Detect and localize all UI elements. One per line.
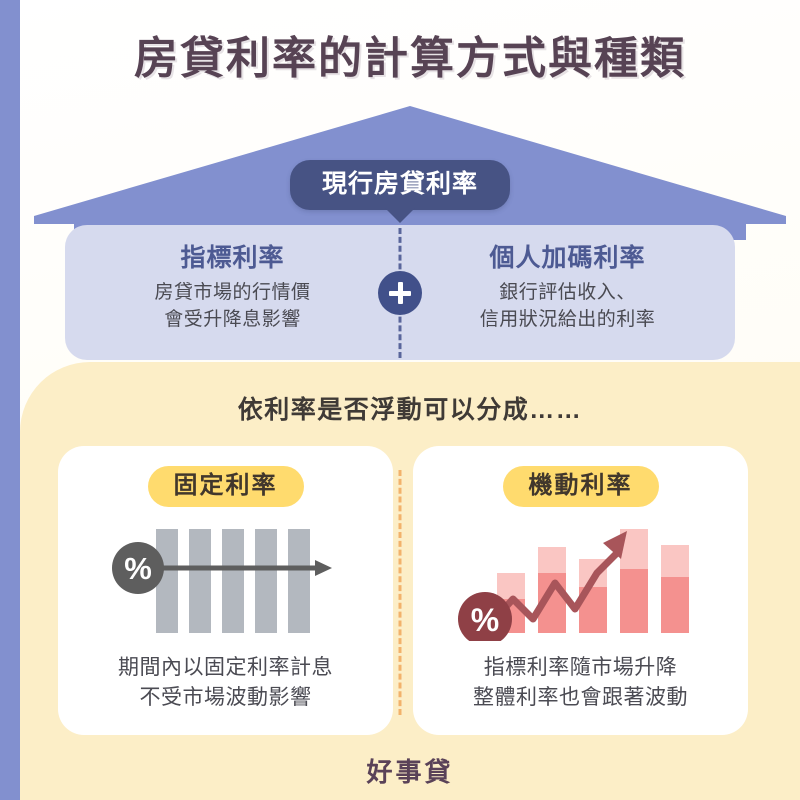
fixed-rate-percent-symbol: %: [124, 551, 152, 586]
floating-rate-caption: 指標利率隨市場升降 整體利率也會跟著波動: [473, 653, 688, 714]
card-floating-rate: 機動利率: [413, 446, 748, 735]
page-title: 房貸利率的計算方式與種類: [134, 34, 686, 83]
formula-row: 指標利率 房貸市場的行情價 會受升降息影響 個人加碼利率 銀行評估收入、 信用狀…: [65, 225, 735, 360]
footer-brand: 好事貸: [366, 757, 454, 787]
floating-rate-chart: %: [451, 521, 711, 641]
personal-markup-line-1: 銀行評估收入、: [499, 282, 636, 304]
index-rate-line-1: 房貸市場的行情價: [154, 282, 311, 304]
index-rate-line-2: 會受升降息影響: [164, 309, 301, 331]
floating-rate-badge: 機動利率: [502, 466, 659, 507]
section-heading: 依利率是否浮動可以分成……: [237, 396, 583, 424]
fixed-rate-caption-line-2: 不受市場波動影響: [139, 686, 312, 710]
left-accent-bar: [0, 0, 20, 800]
plus-icon: [378, 271, 422, 315]
card-fixed-rate: 固定利率 %: [58, 446, 393, 735]
fixed-rate-caption: 期間內以固定利率計息 不受市場波動影響: [118, 653, 333, 714]
fixed-rate-badge: 固定利率: [147, 466, 304, 507]
formula-panel-personal-markup: 個人加碼利率 銀行評估收入、 信用狀況給出的利率: [400, 225, 735, 360]
current-rate-badge: 現行房貸利率: [289, 160, 511, 223]
fixed-rate-chart: %: [96, 521, 356, 641]
rate-type-cards: 固定利率 %: [58, 446, 748, 735]
fixed-rate-caption-line-1: 期間內以固定利率計息: [118, 656, 333, 679]
personal-markup-heading: 個人加碼利率: [489, 244, 646, 272]
current-rate-badge-label: 現行房貸利率: [289, 160, 511, 210]
personal-markup-line-2: 信用狀況給出的利率: [479, 309, 656, 331]
cards-dashed-divider: [398, 470, 402, 715]
floating-rate-caption-line-2: 整體利率也會跟著波動: [473, 686, 688, 710]
floating-rate-caption-line-1: 指標利率隨市場升降: [483, 656, 678, 679]
floating-rate-percent-symbol: %: [470, 602, 498, 638]
badge-pointer-tail: [384, 208, 415, 223]
formula-panel-index-rate: 指標利率 房貸市場的行情價 會受升降息影響: [65, 225, 400, 360]
index-rate-heading: 指標利率: [180, 244, 285, 272]
